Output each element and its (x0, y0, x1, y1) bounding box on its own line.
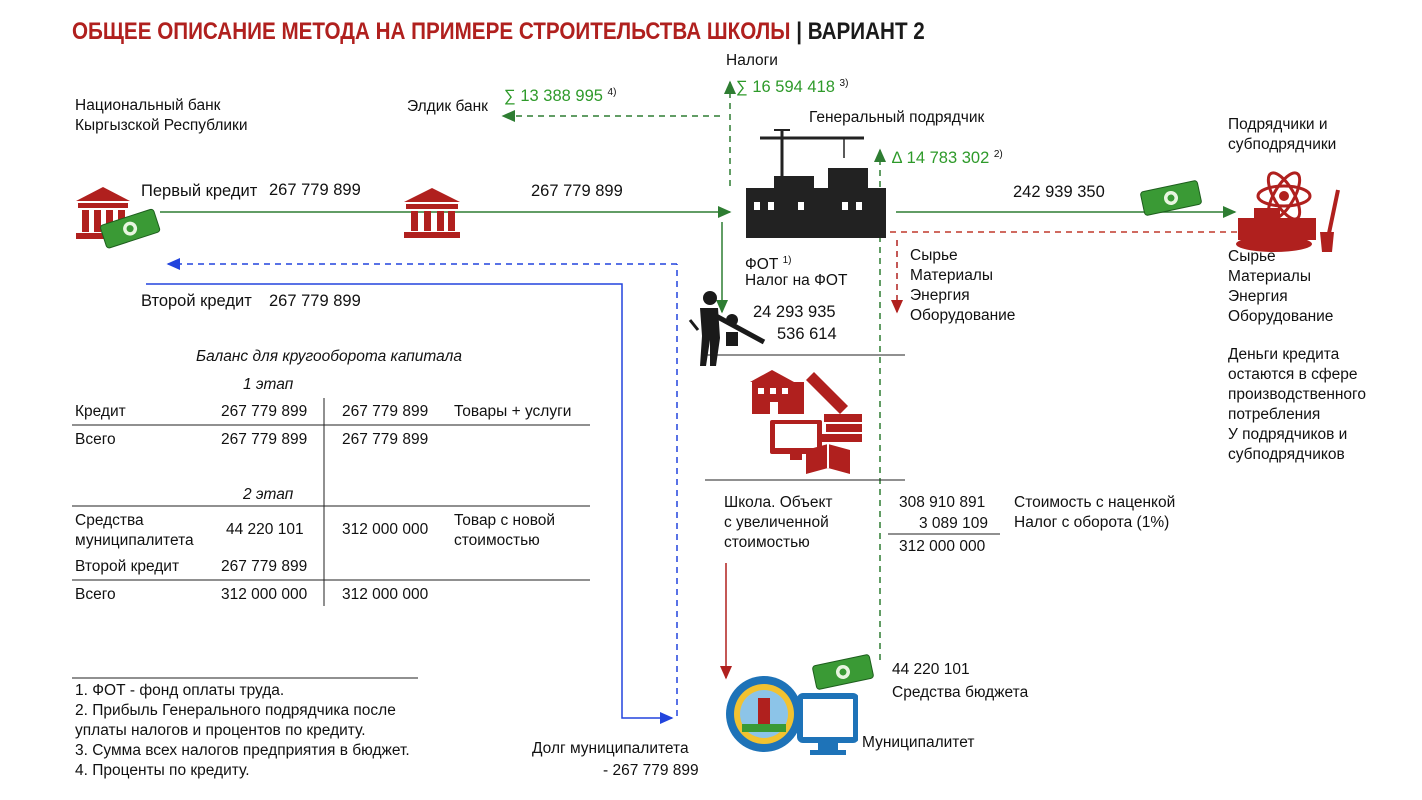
worker-icon (688, 291, 766, 366)
budget-value: 44 220 101 (892, 661, 970, 678)
balance-title: Баланс для кругооборота капитала (196, 348, 462, 365)
cost-total-value: 312 000 000 (899, 538, 986, 555)
general-contractor-label: Генеральный подрядчик (809, 109, 985, 126)
balance-credit-label: Кредит (75, 403, 126, 420)
balance-muni-right: 312 000 000 (342, 521, 429, 538)
cost-value-markup: 308 910 891 (899, 494, 986, 511)
national-bank-icon (76, 187, 161, 249)
first-credit-value: 267 779 899 (269, 181, 361, 199)
fot-label: ФОТ 1) (745, 255, 792, 273)
eldik-interest-value: ∑ 13 388 995 4) (504, 87, 617, 105)
page-title: ОБЩЕЕ ОПИСАНИЕ МЕТОДА НА ПРИМЕРЕ СТРОИТЕ… (72, 18, 925, 45)
municipality-debt-label: Долг муниципалитета (532, 740, 689, 757)
balance-muni-left: 44 220 101 (226, 521, 304, 538)
footnote-2-cont: уплаты налогов и процентов по кредиту. (75, 722, 366, 739)
footnote-3: 3. Сумма всех налогов предприятия в бюдж… (75, 742, 410, 759)
balance-credit-right: 267 779 899 (342, 403, 429, 420)
bank-icon (404, 188, 460, 238)
balance-stage2: 2 этап (243, 486, 294, 503)
fot-tax-value: 536 614 (777, 325, 837, 343)
balance-stage1: 1 этап (243, 376, 294, 393)
school-education-icon (750, 370, 862, 474)
footnote-4: 4. Проценты по кредиту. (75, 762, 250, 779)
balance-total2-label: Всего (75, 586, 116, 603)
fot-tax-label: Налог на ФОТ (745, 272, 848, 289)
construction-site-icon (746, 129, 886, 238)
first-credit-label: Первый кредит (141, 182, 258, 200)
transfer-value: 267 779 899 (531, 182, 623, 200)
balance-total2-left: 312 000 000 (221, 586, 308, 603)
taxes-label: Налоги (726, 52, 778, 69)
footnote-1: 1. ФОТ - фонд оплаты труда. (75, 682, 285, 699)
balance-total1-left: 267 779 899 (221, 431, 308, 448)
balance-credit-note: Товары + услуги (454, 403, 572, 420)
footnote-2: 2. Прибыль Генерального подрядчика после (75, 702, 396, 719)
contractors-payment-value: 242 939 350 (1013, 183, 1105, 201)
budget-money-icon (812, 654, 874, 690)
taxes-value: ∑ 16 594 418 3) (736, 78, 849, 96)
balance-total1-label: Всего (75, 431, 116, 448)
eldik-bank-label: Элдик банк (407, 98, 488, 115)
balance-total1-right: 267 779 899 (342, 431, 429, 448)
second-credit-value: 267 779 899 (269, 292, 361, 310)
balance-credit-left: 267 779 899 (221, 403, 308, 420)
turnover-tax-value: 3 089 109 (919, 515, 988, 532)
municipality-label: Муниципалитет (862, 734, 975, 751)
balance-second-credit-label: Второй кредит (75, 558, 180, 575)
second-credit-label: Второй кредит (141, 292, 252, 310)
fot-value: 24 293 935 (753, 303, 836, 321)
contractor-profit-value: ∆ 14 783 302 2) (892, 149, 1003, 167)
balance-second-credit-left: 267 779 899 (221, 558, 308, 575)
budget-label: Средства бюджета (892, 684, 1029, 701)
contractors-industry-icon (1236, 171, 1340, 252)
municipality-debt-value: - 267 779 899 (603, 762, 699, 779)
money-icon (1140, 180, 1202, 216)
municipality-emblem-icon (726, 676, 858, 755)
balance-total2-right: 312 000 000 (342, 586, 429, 603)
footnotes: 1. ФОТ - фонд оплаты труда. 2. Прибыль Г… (75, 681, 410, 781)
